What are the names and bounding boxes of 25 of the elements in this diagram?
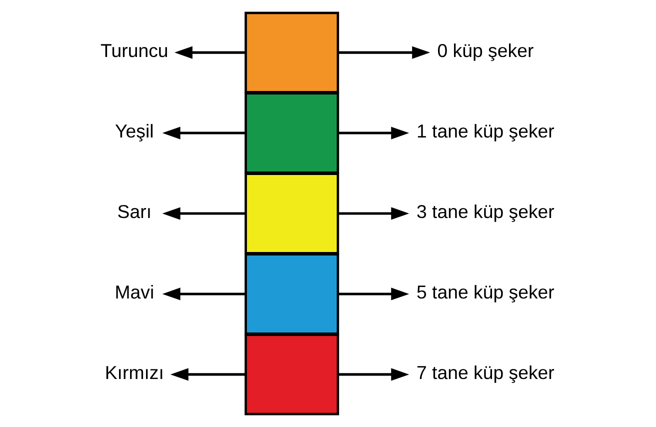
node-box (244, 334, 340, 416)
node-text: 5 tane küp şeker (416, 281, 554, 302)
node-text: 3 tane küp şeker (416, 200, 554, 222)
node-text: 7 tane küp şeker (416, 362, 554, 383)
node-box (244, 12, 340, 94)
node-text: Mavi (114, 281, 154, 302)
arrow (338, 207, 410, 220)
node-text: Turuncu (100, 40, 168, 61)
arrow (338, 126, 410, 140)
arrow (162, 288, 246, 300)
node-box (244, 172, 340, 254)
node-text: Sarı (117, 200, 152, 222)
arrow (338, 368, 410, 381)
arrow (338, 46, 430, 59)
arrow (338, 288, 410, 300)
node-text: 1 tane küp şeker (416, 120, 554, 142)
node-box (244, 92, 340, 174)
arrow (170, 368, 246, 381)
arrow (174, 46, 246, 59)
node-text: Yeşil (115, 120, 154, 142)
node-box (244, 253, 340, 335)
arrow (162, 126, 246, 140)
arrow (162, 207, 246, 220)
node-text: Kırmızı (104, 362, 164, 383)
node-text: 0 küp şeker (437, 40, 534, 61)
